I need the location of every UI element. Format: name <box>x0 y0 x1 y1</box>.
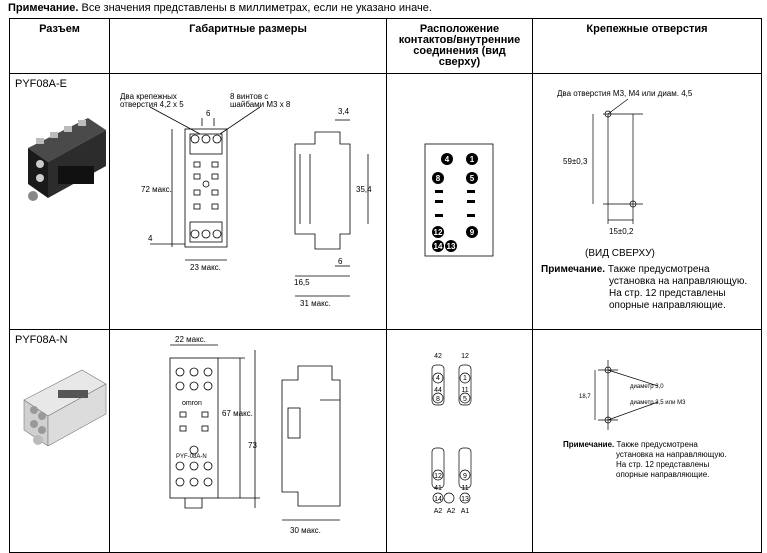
header-connector: Разъем <box>9 18 110 74</box>
note-text: Все значения представлены в миллиметрах,… <box>81 2 432 14</box>
pin-label: 1 <box>463 375 467 382</box>
mount-note-text: На стр. 12 представлены <box>616 460 710 469</box>
mount-note-text: опорные направляющие. <box>609 300 726 311</box>
pin-label: 42 <box>434 353 442 360</box>
layout-cell: 4 1 8 5 12 9 14 13 <box>386 73 533 330</box>
pin-label: 12 <box>434 473 442 480</box>
connector-cell: PYF08A-N <box>9 329 110 553</box>
pin-label: 1 <box>470 155 475 164</box>
mount-label: диаметр 3,5 или M3 <box>630 400 686 406</box>
mount-label: Два отверстия M3, M4 или диам. 4,5 <box>557 89 693 98</box>
dim-label: 31 макс. <box>300 299 331 308</box>
dim-label: 22 макс. <box>175 335 206 344</box>
holes-cell: Два отверстия M3, M4 или диам. 4,5 59±0,… <box>532 73 762 330</box>
mount-note-text: установка на направляющую. <box>616 450 727 459</box>
pin-layout-n: 42 12 4 1 44 11 8 5 12 9 41 11 14 13 <box>431 353 472 515</box>
pin-label: 14 <box>434 242 443 251</box>
mount-note: Примечание. Также предусмотрена установк… <box>541 264 747 312</box>
layout-cell: 42 12 4 1 44 11 8 5 12 9 41 11 14 13 <box>386 329 533 553</box>
connector-cell: PYF08A-E <box>9 73 110 330</box>
mount-note-text: Также предусмотрена <box>616 440 698 449</box>
pin-label: 5 <box>470 174 475 183</box>
dim-label: 30 макс. <box>290 526 321 535</box>
table-row: PYF08A-N <box>9 329 762 553</box>
pin-layout-e: 4 1 8 5 12 9 14 13 <box>424 143 494 257</box>
pin-label: 5 <box>463 396 467 403</box>
dim-label: 6 <box>338 257 343 266</box>
mount-label: 18,7 <box>579 394 591 400</box>
mount-note-label: Примечание. <box>563 440 615 449</box>
dim-label: 23 макс. <box>190 263 221 272</box>
brand-label: omron <box>182 400 202 407</box>
dim-label: 4 <box>148 234 153 243</box>
mount-note-text: опорные направляющие. <box>616 470 710 479</box>
pin-label: A1 <box>461 508 470 515</box>
page-note: Примечание. Все значения представлены в … <box>8 2 432 14</box>
header-layout: Расположение контактов/внутренние соедин… <box>386 18 533 74</box>
dim-label: 6 <box>206 109 211 118</box>
dim-label: Два крепежных <box>120 92 177 101</box>
pin-label: 11 <box>461 387 468 394</box>
dimensions-cell: 22 макс. omron 67 макс. PYF-08A-N 73 30 … <box>109 329 387 553</box>
dim-label: 73 <box>248 441 257 450</box>
dim-label: 35,4 <box>356 185 372 194</box>
mount-note: Примечание. Также предусмотрена установк… <box>563 440 727 480</box>
pin-label: 13 <box>447 242 456 251</box>
pin-label: 12 <box>434 228 443 237</box>
mount-label: диаметр 3,0 <box>630 384 664 390</box>
holes-cell: диаметр 3,0 диаметр 3,5 или M3 18,7 Прим… <box>532 329 762 553</box>
pin-label: 9 <box>470 228 475 237</box>
pin-label: 13 <box>461 496 469 503</box>
pin-label: 4 <box>445 155 450 164</box>
table-row: PYF08A-E <box>9 73 762 330</box>
dim-label: отверстия 4,2 x 5 <box>120 100 184 109</box>
pin-label: 44 <box>434 387 442 394</box>
dim-label: 72 макс. <box>141 185 172 194</box>
dimensions-drawing-e: Два крепежных отверстия 4,2 x 5 6 8 винт… <box>120 92 372 308</box>
pin-label: 9 <box>463 473 467 480</box>
mount-note-label: Примечание. <box>541 264 606 275</box>
mount-note-text: На стр. 12 представлены <box>609 288 726 299</box>
mount-drawing-n: диаметр 3,0 диаметр 3,5 или M3 18,7 <box>579 360 686 430</box>
model-name: PYF08A-N <box>15 334 68 346</box>
pin-label: 8 <box>436 174 441 183</box>
dim-label: 67 макс. <box>222 409 253 418</box>
view-label: (ВИД СВЕРХУ) <box>585 248 655 259</box>
pin-label: 14 <box>434 496 442 503</box>
mount-note-text: установка на направляющую. <box>609 276 748 287</box>
dimensions-cell: Два крепежных отверстия 4,2 x 5 6 8 винт… <box>109 73 387 330</box>
dim-label: 3,4 <box>338 107 350 116</box>
header-holes: Крепежные отверстия <box>532 18 762 74</box>
dim-label: PYF-08A-N <box>176 454 207 460</box>
pin-label: 12 <box>461 353 469 360</box>
mount-label: 15±0,2 <box>609 227 634 236</box>
pin-label: 11 <box>461 485 468 492</box>
pin-label: A2 <box>434 508 443 515</box>
mount-drawing-e: Два отверстия M3, M4 или диам. 4,5 59±0,… <box>557 89 693 259</box>
note-label: Примечание. <box>8 2 79 14</box>
header-row: Разъем Габаритные размеры Расположение к… <box>9 18 762 74</box>
dimensions-drawing-n: 22 макс. omron 67 макс. PYF-08A-N 73 30 … <box>169 335 341 535</box>
socket-photo-n <box>23 369 107 446</box>
pin-label: 4 <box>436 375 440 382</box>
pin-label: 41 <box>434 485 442 492</box>
dim-label: 8 винтов с <box>230 92 268 101</box>
header-dimensions: Габаритные размеры <box>109 18 387 74</box>
dim-label: шайбами M3 x 8 <box>230 100 291 109</box>
socket-photo-e <box>28 118 106 201</box>
dim-label: 16,5 <box>294 278 310 287</box>
pin-label: 8 <box>436 396 440 403</box>
mount-note-text: Также предусмотрена <box>607 264 710 275</box>
mount-label: 59±0,3 <box>563 157 588 166</box>
model-name: PYF08A-E <box>15 78 67 90</box>
pin-label: A2 <box>447 508 456 515</box>
spec-table: Разъем Габаритные размеры Расположение к… <box>9 18 762 553</box>
